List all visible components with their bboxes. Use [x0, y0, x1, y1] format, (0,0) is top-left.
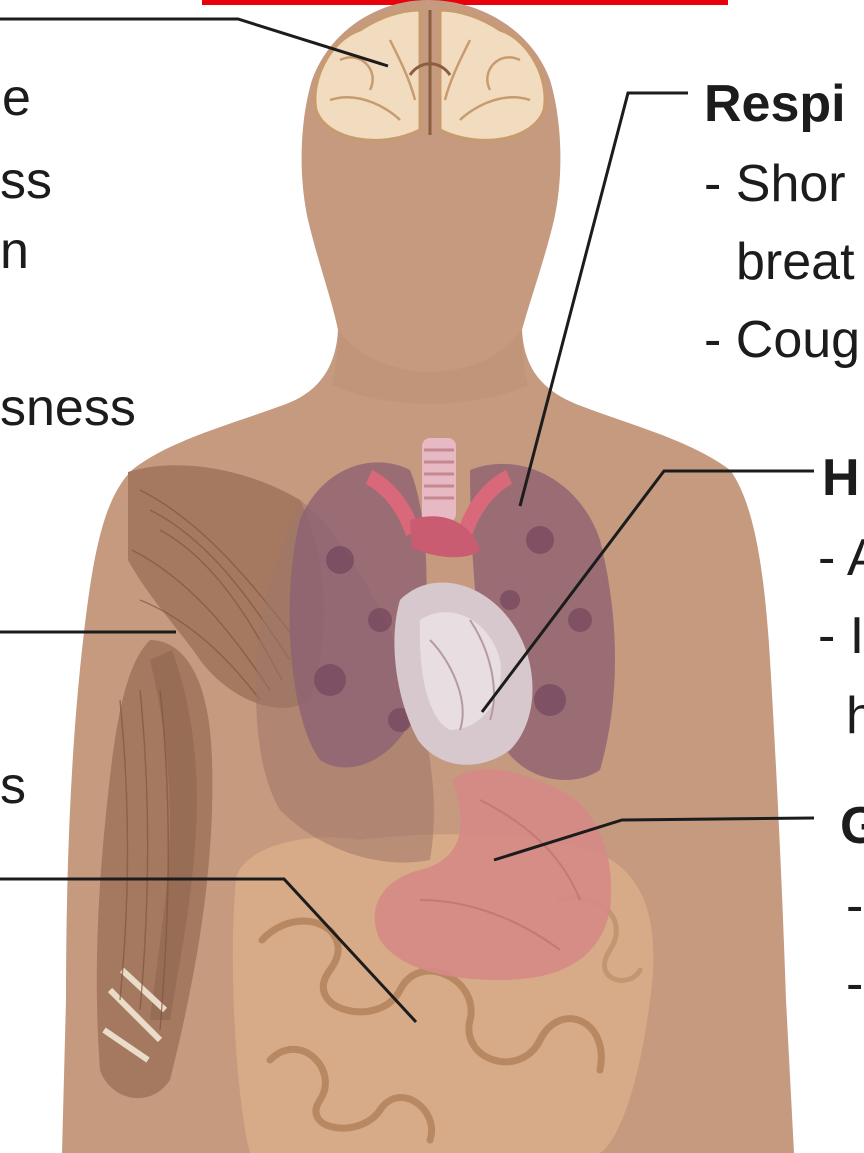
brain-symptom-1: e: [2, 72, 31, 124]
muscle-symptom: s: [0, 760, 26, 812]
gastro-item-1: -: [846, 880, 863, 932]
respiratory-item-1: - Shor: [704, 158, 846, 210]
brain-symptom-4: sness: [0, 382, 136, 434]
respiratory-item-3: - Coug: [704, 314, 860, 366]
brain-symptom-3: n: [0, 225, 29, 277]
gastro-item-2: -: [846, 958, 863, 1010]
heart-item-1: - A: [818, 532, 864, 584]
gastro-heading: G: [840, 800, 864, 852]
heart-item-2: - I: [818, 610, 864, 662]
heart-item-3: h: [846, 690, 864, 742]
brain-symptom-2: ss: [0, 155, 52, 207]
respiratory-heading: Respi: [704, 78, 846, 130]
respiratory-item-2: breat: [736, 236, 855, 288]
heart-heading: H: [822, 452, 860, 504]
